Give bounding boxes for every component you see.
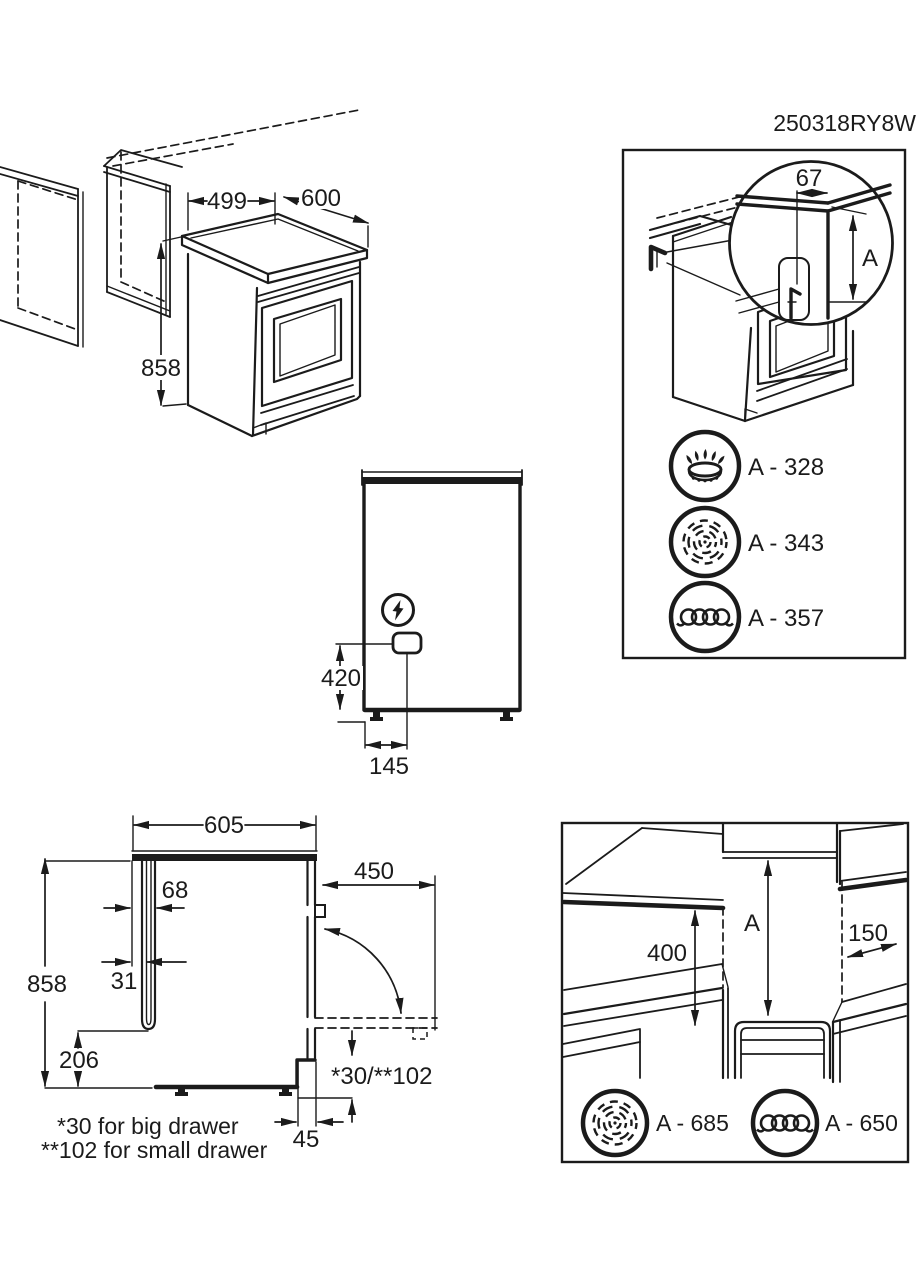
hob-type-legend: A - 328 A - 343 A - 357 <box>668 429 824 654</box>
dim-hood-height-label: A <box>744 910 760 937</box>
legend-coil-value: A - 357 <box>748 605 824 632</box>
dim-45: 45 <box>274 1061 344 1153</box>
dim-depth-label: 605 <box>204 812 244 839</box>
dim-side-gap-label: 150 <box>848 920 888 947</box>
worktop <box>132 854 317 861</box>
door-swing-arc <box>324 928 404 1014</box>
dim-420: 420 <box>319 645 366 749</box>
dim-450: 450 <box>322 858 436 1031</box>
note-small-drawer: **102 for small drawer <box>41 1137 268 1163</box>
legend-gas-value: A - 328 <box>748 454 824 481</box>
dim-counter-to-cabinet-label: 400 <box>647 940 687 967</box>
oven-window <box>272 297 343 384</box>
dim-drawer-gap: *30/**102 <box>297 1030 432 1123</box>
dim-door-depth-label: 450 <box>354 858 394 885</box>
figure-bracket-detail: 67 A A - 328 A - 343 A - 357 <box>621 148 907 660</box>
anti-tip-bracket-icon <box>648 244 668 272</box>
figure-clearance: 400 A 150 A - 685 A - 650 <box>560 821 910 1164</box>
dim-499: 499 <box>187 188 276 231</box>
dim-width-label: 499 <box>207 188 247 215</box>
detail-box-border <box>621 148 907 660</box>
dim-bracket-offset-label: 67 <box>796 165 823 192</box>
dim-drawer-gap-label: *30/**102 <box>331 1063 432 1090</box>
dim-858-side: 858 <box>27 858 153 1089</box>
cooker-isometric <box>180 212 369 438</box>
legend-fan-value: A - 343 <box>748 530 824 557</box>
model-code: 250318RY8W <box>773 110 916 136</box>
magnified-corner: 67 A <box>735 165 892 321</box>
clearance-box-border <box>560 821 910 1164</box>
cooker-frame <box>733 1020 832 1080</box>
dim-31: 31 <box>101 957 187 995</box>
dim-plinth-recess-label: 45 <box>293 1126 320 1153</box>
dim-depth-label: 600 <box>301 185 341 212</box>
open-door-handle-dashed <box>412 1027 428 1040</box>
dim-400: 400 <box>647 910 700 1026</box>
legend-fan-value: A - 685 <box>656 1110 729 1136</box>
oven-door <box>260 279 354 408</box>
left-cabinet-drawing <box>0 166 84 348</box>
terminal-box <box>391 631 423 655</box>
figure-side-section: 605 858 206 68 31 450 <box>27 812 438 1163</box>
dim-rear-gap-label: 68 <box>162 877 189 904</box>
note-big-drawer: *30 for big drawer <box>57 1113 239 1139</box>
door-handle <box>314 904 326 918</box>
dim-206: 206 <box>59 1030 149 1087</box>
hob-type-legend: A - 685 A - 650 <box>580 1088 898 1158</box>
legend-coil-value: A - 650 <box>825 1110 898 1136</box>
magnified-bracket <box>787 287 802 320</box>
dim-A-label: A <box>862 245 878 272</box>
middle-cabinet-drawing <box>103 149 183 318</box>
dim-inlet-offset-label: 145 <box>369 753 409 780</box>
dim-145: 145 <box>365 740 409 780</box>
dim-150: 150 <box>847 920 897 958</box>
dim-panel-gap-label: 31 <box>111 968 138 995</box>
dim-68: 68 <box>103 860 189 967</box>
feet <box>175 1087 292 1096</box>
dim-height-label: 858 <box>141 355 181 382</box>
electric-connection-icon <box>381 593 415 627</box>
rear-panel <box>140 859 157 1031</box>
dim-605: 605 <box>132 812 317 851</box>
figure-front-isometric: 499 600 858 <box>0 109 369 438</box>
cooker-rear-isometric <box>671 215 855 423</box>
dim-height-label: 858 <box>27 971 67 998</box>
dim-plinth-height-label: 206 <box>59 1047 99 1074</box>
dim-600: 600 <box>283 185 369 248</box>
dim-A: A <box>744 860 773 1016</box>
wall-dashed-line-2 <box>112 143 234 167</box>
dim-858-front: 858 <box>139 236 187 407</box>
figure-rear-view: 420 145 <box>319 469 523 780</box>
dim-inlet-height-label: 420 <box>321 665 361 692</box>
feet <box>370 712 513 721</box>
wall-dashed-line <box>106 109 360 159</box>
